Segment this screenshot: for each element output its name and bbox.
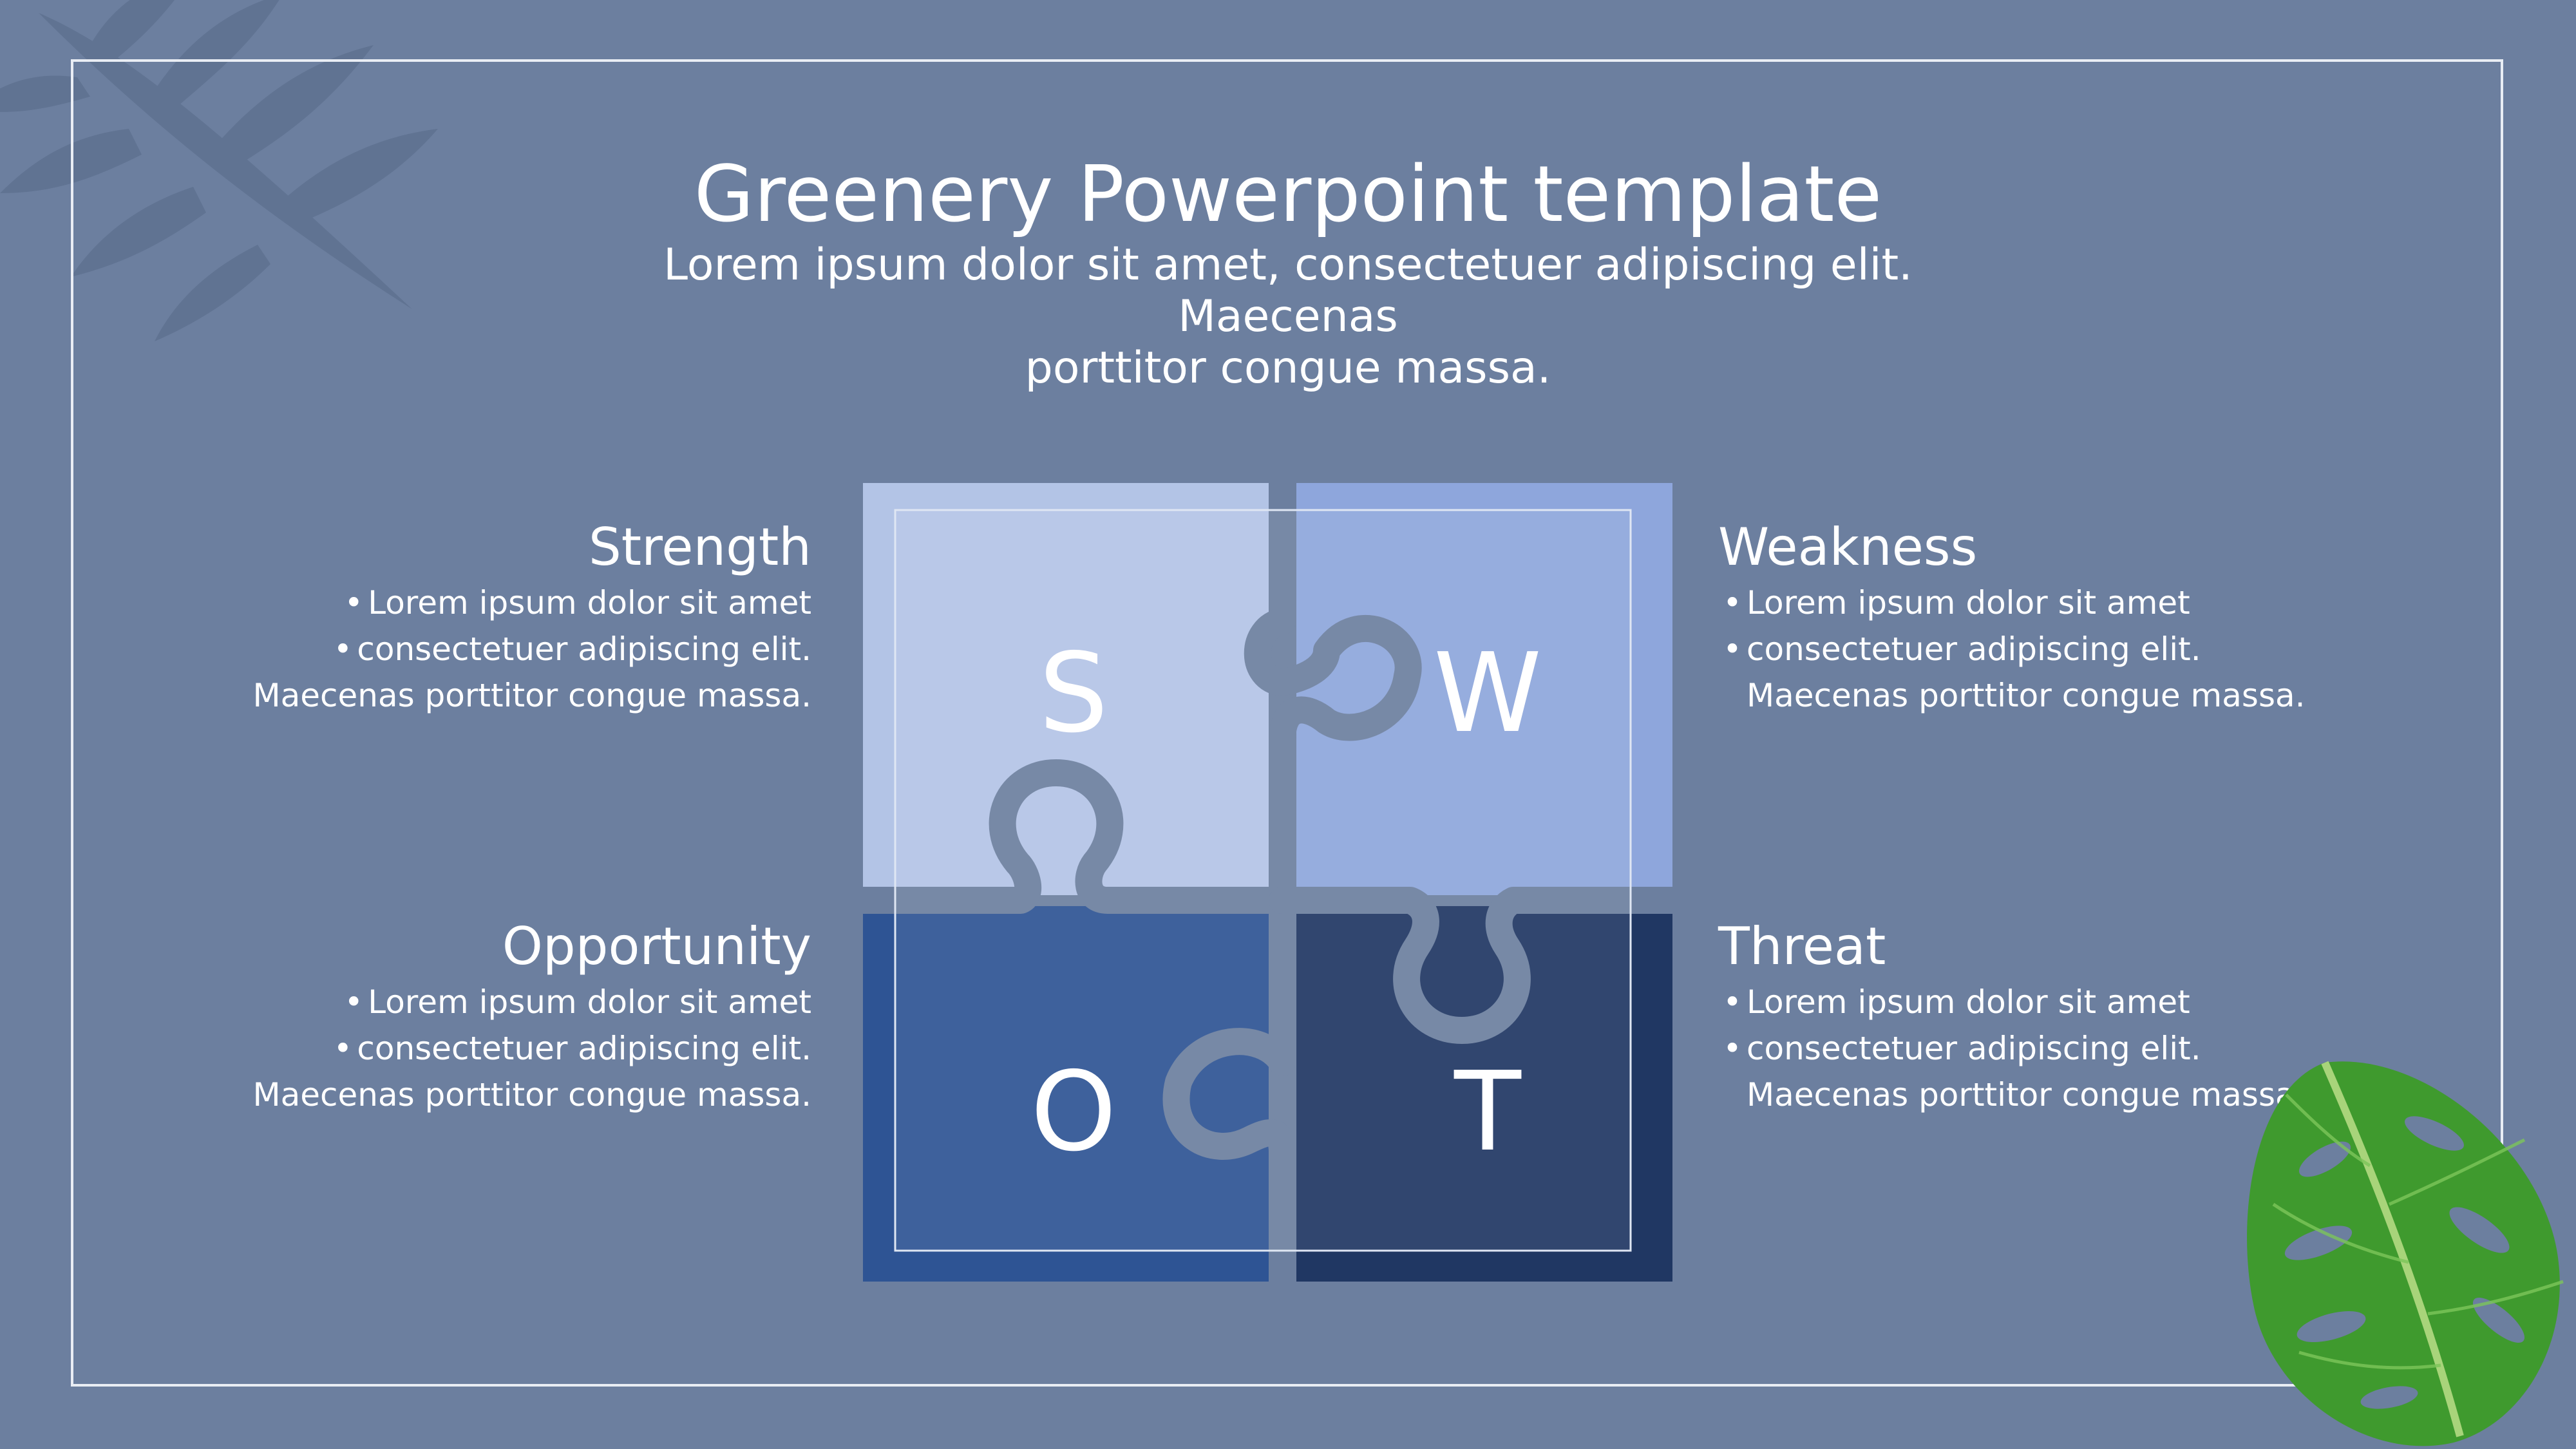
puzzle-piece-o: [863, 906, 1269, 1282]
letter-w: W: [1434, 630, 1542, 757]
opportunity-block: Opportunity •Lorem ipsum dolor sit amet …: [116, 914, 811, 1118]
strength-heading: Strength: [588, 517, 811, 577]
threat-line-3-text: Maecenas porttitor congue massa.: [1747, 1076, 2306, 1113]
threat-bullet-2: •consectetuer adipiscing elit.: [1718, 1025, 2414, 1072]
letter-s: S: [1039, 630, 1108, 757]
puzzle-piece-t: [1296, 906, 1672, 1282]
threat-bullet-2-text: consectetuer adipiscing elit.: [1747, 1030, 2201, 1067]
strength-list: •Lorem ipsum dolor sit amet •consectetue…: [116, 580, 811, 719]
weakness-bullet-2-text: consectetuer adipiscing elit.: [1747, 630, 2201, 668]
palm-shadow-icon: [0, 0, 438, 341]
bullet-icon: •: [344, 584, 363, 621]
bullet-icon: •: [1723, 983, 1742, 1021]
opportunity-heading: Opportunity: [502, 916, 811, 976]
puzzle-inner-frame: [894, 509, 1632, 1252]
weakness-bullet-1-text: Lorem ipsum dolor sit amet: [1747, 584, 2190, 621]
strength-line-3: Maecenas porttitor congue massa.: [252, 677, 811, 714]
puzzle-seam-horizontal: [863, 759, 1296, 914]
bullet-icon: •: [344, 983, 363, 1021]
opportunity-list: •Lorem ipsum dolor sit amet •consectetue…: [116, 979, 811, 1118]
threat-bullet-1-text: Lorem ipsum dolor sit amet: [1747, 983, 2190, 1021]
letter-t: T: [1454, 1048, 1522, 1176]
bullet-icon: •: [333, 1030, 353, 1067]
opportunity-bullet-2-text: consectetuer adipiscing elit.: [357, 1030, 811, 1067]
weakness-heading: Weakness: [1718, 517, 1978, 577]
bullet-icon: •: [1723, 584, 1742, 621]
slide-subtitle: Lorem ipsum dolor sit amet, consectetuer…: [580, 240, 1996, 394]
threat-heading: Threat: [1718, 916, 1886, 976]
bullet-icon: •: [1723, 630, 1742, 668]
strength-bullet-2: •consectetuer adipiscing elit.: [116, 626, 811, 672]
weakness-line-3: Maecenas porttitor congue massa.: [1718, 672, 2414, 719]
opportunity-line-3: Maecenas porttitor congue massa.: [252, 1076, 811, 1113]
monstera-leaf-icon: [2247, 1061, 2564, 1446]
subtitle-line-2: porttitor congue massa.: [1025, 343, 1551, 393]
opportunity-bullet-1-text: Lorem ipsum dolor sit amet: [368, 983, 811, 1021]
puzzle-seam-horizontal-right: [1269, 887, 1672, 1044]
puzzle-seam-vertical-lower: [1162, 887, 1296, 1282]
weakness-block: Weakness •Lorem ipsum dolor sit amet •co…: [1718, 515, 2414, 719]
opportunity-bullet-2: •consectetuer adipiscing elit.: [116, 1025, 811, 1072]
slide-frame: [71, 59, 2503, 1387]
letter-o: O: [1030, 1048, 1117, 1176]
weakness-bullet-2: •consectetuer adipiscing elit.: [1718, 626, 2414, 672]
strength-bullet-1: •Lorem ipsum dolor sit amet: [116, 580, 811, 626]
opportunity-bullet-1: •Lorem ipsum dolor sit amet: [116, 979, 811, 1025]
slide-title: Greenery Powerpoint template: [694, 150, 1882, 240]
threat-bullet-1: •Lorem ipsum dolor sit amet: [1718, 979, 2414, 1025]
puzzle-piece-s: [863, 483, 1269, 895]
puzzle-piece-w: [1296, 483, 1672, 895]
bullet-icon: •: [1723, 1030, 1742, 1067]
threat-block: Threat •Lorem ipsum dolor sit amet •cons…: [1718, 914, 2414, 1118]
swot-puzzle: S W O T: [863, 483, 1672, 1282]
weakness-list: •Lorem ipsum dolor sit amet •consectetue…: [1718, 580, 2414, 719]
threat-list: •Lorem ipsum dolor sit amet •consectetue…: [1718, 979, 2414, 1118]
strength-bullet-1-text: Lorem ipsum dolor sit amet: [368, 584, 811, 621]
threat-line-3: Maecenas porttitor congue massa.: [1718, 1072, 2414, 1118]
weakness-bullet-1: •Lorem ipsum dolor sit amet: [1718, 580, 2414, 626]
puzzle-seam-vertical: [1244, 483, 1422, 914]
strength-block: Strength •Lorem ipsum dolor sit amet •co…: [116, 515, 811, 719]
strength-bullet-2-text: consectetuer adipiscing elit.: [357, 630, 811, 668]
subtitle-line-1: Lorem ipsum dolor sit amet, consectetuer…: [663, 240, 1913, 342]
bullet-icon: •: [333, 630, 353, 668]
weakness-line-3-text: Maecenas porttitor congue massa.: [1747, 677, 2306, 714]
